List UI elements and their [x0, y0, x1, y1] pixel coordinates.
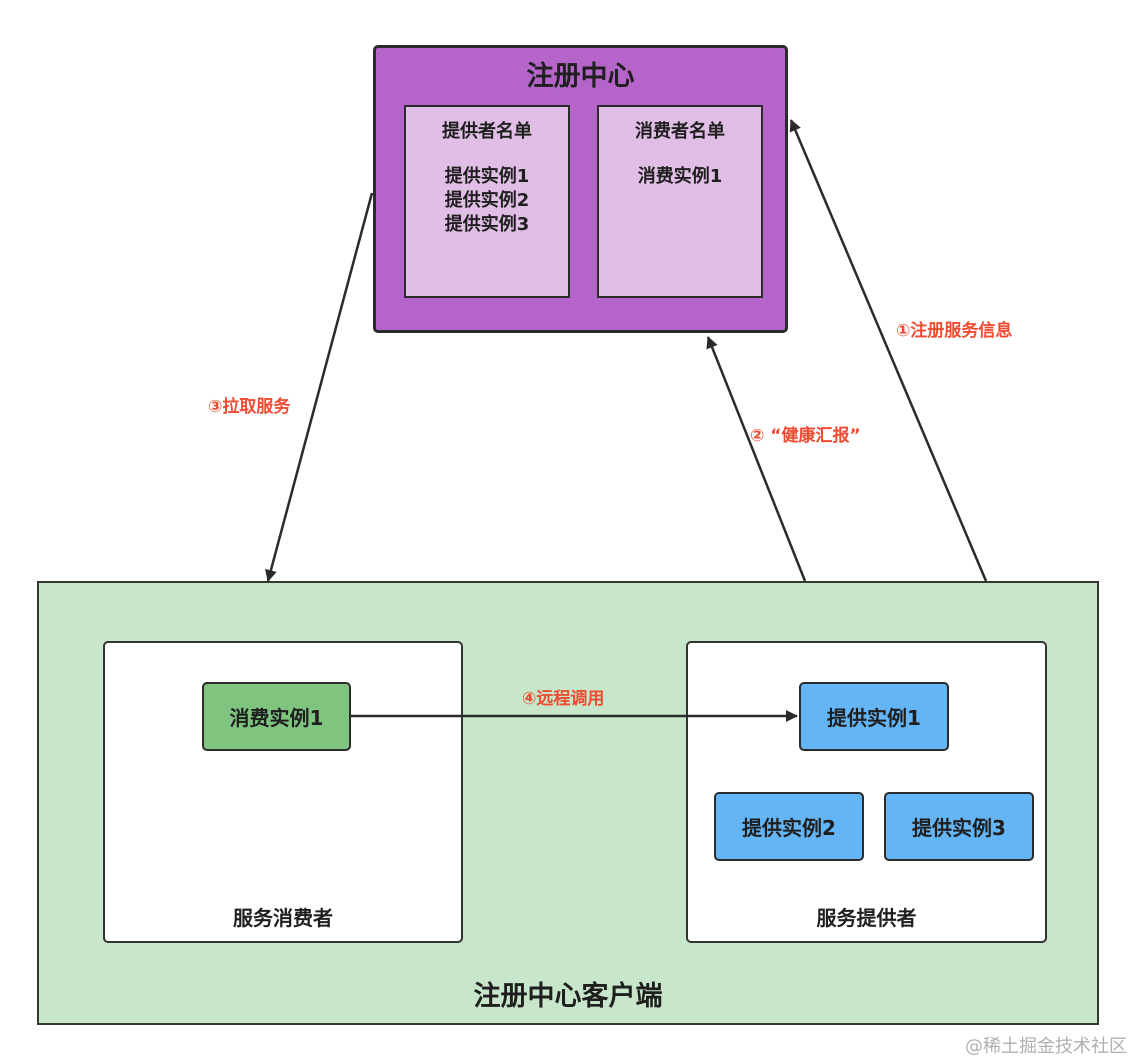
consumer-instance-1: 消费实例1 [202, 682, 351, 751]
register-edge-label: ①注册服务信息 [896, 321, 1013, 341]
client-area-title: 注册中心客户端 [473, 981, 663, 1012]
provider-instance-2: 提供实例2 [714, 792, 864, 861]
consumer-list-items: 消费实例1 [599, 165, 761, 189]
rpc-edge-label: ④远程调用 [522, 689, 605, 709]
health-report-arrow [706, 336, 807, 582]
provider-list-title: 提供者名单 [442, 121, 532, 142]
provider-instance-3: 提供实例3 [884, 792, 1034, 861]
provider-list-item: 提供实例2 [444, 190, 530, 211]
provider-list-item: 提供实例3 [444, 214, 530, 235]
watermark: @稀土掘金技术社区 [965, 1036, 1127, 1057]
consumer-list-title: 消费者名单 [635, 121, 725, 142]
health-edge-label: ② “健康汇报” [750, 426, 861, 446]
pull-service-arrow [265, 192, 374, 582]
provider-instance-1: 提供实例1 [799, 682, 949, 751]
consumer-list-item: 消费实例1 [637, 166, 723, 187]
registry-title: 注册中心 [526, 61, 635, 92]
pull-edge-label: ③拉取服务 [208, 397, 291, 417]
register-arrow [789, 119, 988, 582]
provider-list-items: 提供实例1 提供实例2 提供实例3 [406, 165, 568, 237]
consumer-list-panel: 消费者名单 消费实例1 [597, 105, 763, 298]
provider-group-title: 服务提供者 [816, 906, 917, 930]
provider-list-panel: 提供者名单 提供实例1 提供实例2 提供实例3 [404, 105, 570, 298]
consumer-group-title: 服务消费者 [233, 906, 333, 930]
provider-list-item: 提供实例1 [444, 166, 530, 187]
